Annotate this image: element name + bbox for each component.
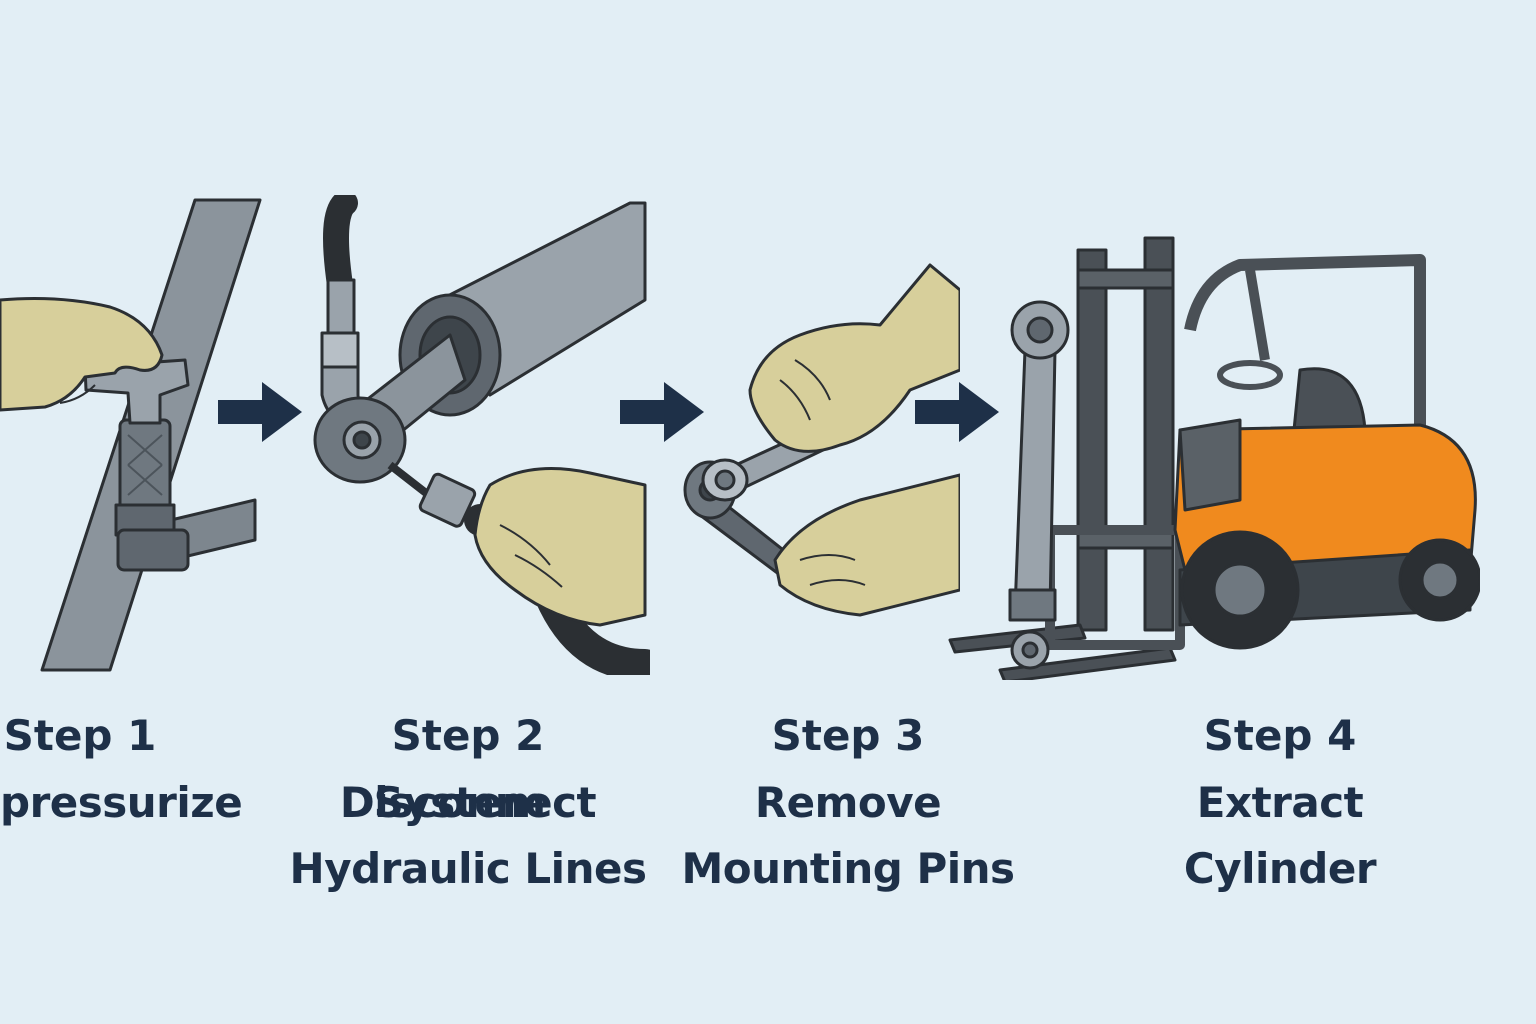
step-1-title: Step 1 bbox=[3, 711, 157, 760]
step-1-line-1: pressurize bbox=[0, 778, 243, 827]
step-3-title: Step 3 bbox=[771, 711, 925, 760]
step-4-label: Step 4 Extract Cylinder bbox=[1090, 710, 1470, 902]
step-2-title: Step 2 bbox=[391, 711, 545, 760]
step-4-line-2: Cylinder bbox=[1183, 844, 1377, 893]
step-2-label: Step 2 Disconnect Hydraulic Lines bbox=[278, 710, 658, 902]
arrow-right-icon bbox=[620, 382, 704, 442]
step-3-line-2: Mounting Pins bbox=[681, 844, 1015, 893]
step-4-title: Step 4 bbox=[1203, 711, 1357, 760]
step-2-illustration bbox=[313, 195, 650, 675]
step-4-line-1: Extract bbox=[1196, 778, 1364, 827]
step-1-label: Step 1 pressurize System bbox=[0, 710, 546, 836]
step-4-illustration bbox=[948, 236, 1480, 680]
step-3-line-1: Remove bbox=[754, 778, 942, 827]
step-2-line-1: Disconnect bbox=[339, 778, 597, 827]
step-1-line-2: System bbox=[373, 778, 546, 827]
step-3-label: Step 3 Remove Mounting Pins bbox=[658, 710, 1038, 902]
arrow-right-icon bbox=[915, 382, 999, 442]
step-3-illustration bbox=[683, 263, 960, 617]
step-1-illustration bbox=[0, 198, 262, 672]
arrow-right-icon bbox=[218, 382, 302, 442]
step-2-line-2: Hydraulic Lines bbox=[289, 844, 647, 893]
